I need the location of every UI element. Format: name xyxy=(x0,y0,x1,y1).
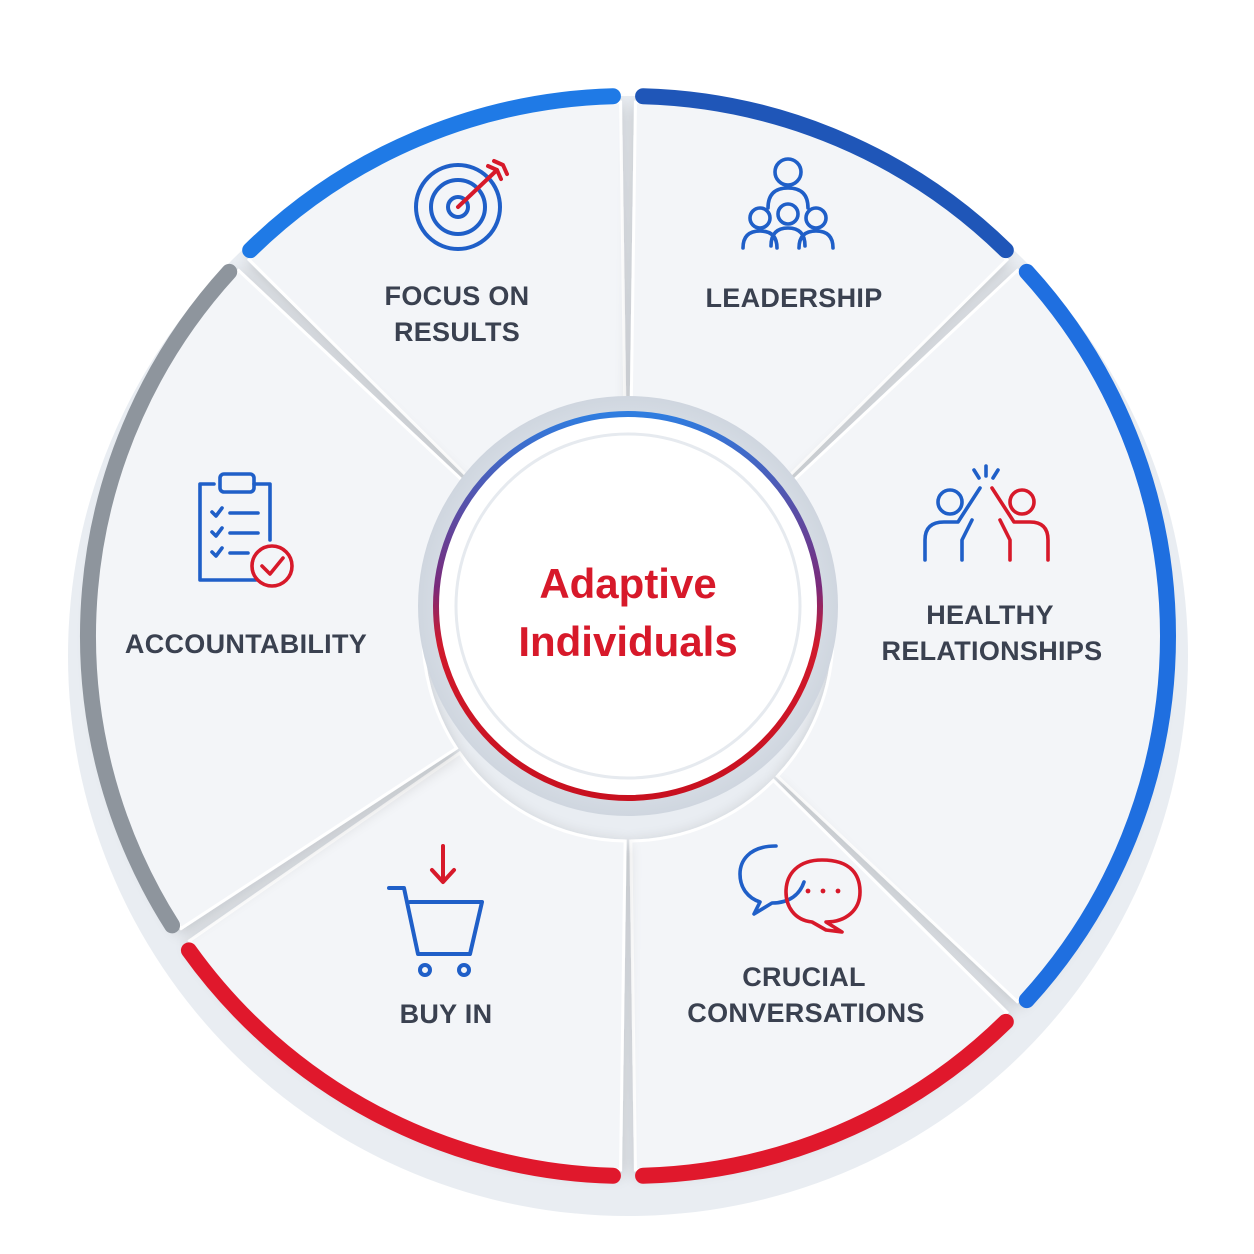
segment-label-leadership: LEADERSHIP xyxy=(705,283,882,313)
segment-healthy-relationships[interactable]: HEALTHY RELATIONSHIPS xyxy=(882,464,1103,666)
rims-layer xyxy=(80,88,1177,1184)
segment-rim-buy-in xyxy=(180,942,621,1184)
segment-label-crucial-line1: CRUCIAL xyxy=(742,962,866,992)
segment-rim-leadership xyxy=(635,88,1014,259)
segment-label-focus-line2: RESULTS xyxy=(394,317,520,347)
segment-rim-accountability xyxy=(80,263,238,934)
segment-label-healthy-line1: HEALTHY xyxy=(926,600,1054,630)
segment-buy-in[interactable]: BUY IN xyxy=(387,844,493,1029)
center-title-line1: Adaptive xyxy=(539,560,716,607)
segment-crucial-conversations[interactable]: CRUCIAL CONVERSATIONS xyxy=(687,844,924,1028)
center-title-line2: Individuals xyxy=(518,618,737,665)
segment-label-crucial-line2: CONVERSATIONS xyxy=(687,998,924,1028)
shopping-cart-icon xyxy=(387,844,484,977)
segment-leadership[interactable]: LEADERSHIP xyxy=(705,157,882,313)
segment-rim-healthy-relationships xyxy=(1018,263,1177,1009)
target-icon xyxy=(414,159,509,251)
segment-rim-focus-on-results xyxy=(242,88,621,259)
segment-label-buy-in: BUY IN xyxy=(400,999,493,1029)
chat-bubbles-icon xyxy=(738,844,862,934)
segment-label-accountability: ACCOUNTABILITY xyxy=(125,629,367,659)
segment-rim-crucial-conversations xyxy=(635,1013,1014,1184)
team-icon xyxy=(741,157,835,250)
segment-label-healthy-line2: RELATIONSHIPS xyxy=(882,636,1103,666)
hub-inner xyxy=(454,432,802,780)
segment-label-focus-line1: FOCUS ON xyxy=(385,281,530,311)
high-five-icon xyxy=(923,464,1050,562)
clipboard-check-icon xyxy=(198,472,294,588)
segment-accountability[interactable]: ACCOUNTABILITY xyxy=(125,472,367,659)
segment-focus-on-results[interactable]: FOCUS ON RESULTS xyxy=(385,159,530,347)
